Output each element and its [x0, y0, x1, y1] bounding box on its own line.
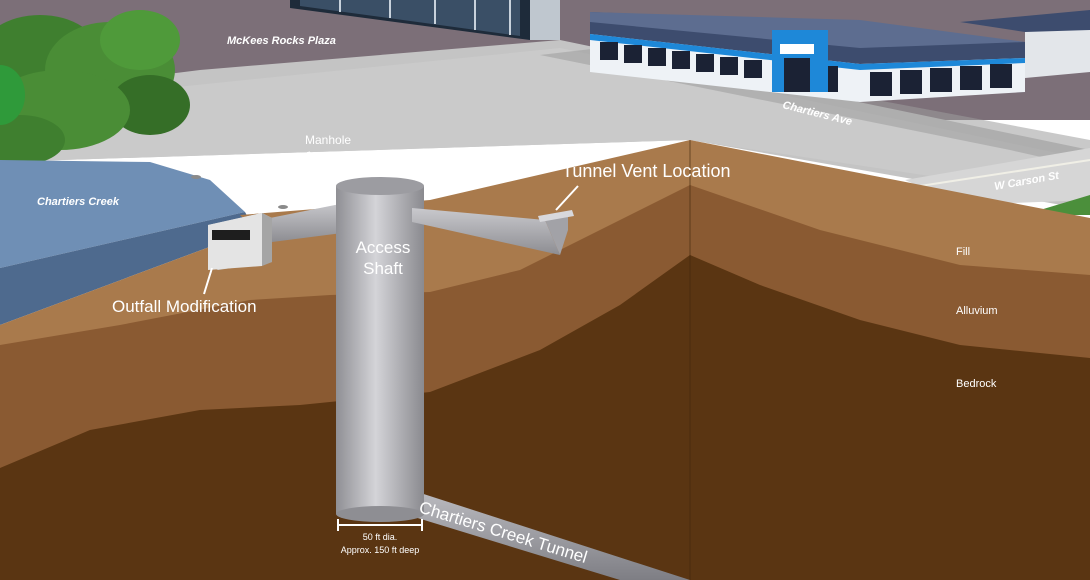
parking-lot	[0, 48, 1090, 200]
trees	[0, 10, 190, 165]
access-shaft-label-line2: Shaft	[363, 259, 403, 278]
shaft-diameter-bracket	[337, 519, 423, 531]
manhole-cover-1	[191, 175, 201, 179]
tunnel-vent-label: Tunnel Vent Location	[562, 161, 730, 181]
creek-bank-edge	[0, 212, 255, 325]
retail-building	[590, 10, 1090, 102]
shaft-depth-label: Approx. 150 ft deep	[341, 545, 420, 555]
bedrock-layer-label: Bedrock	[956, 378, 997, 390]
creek-label: Chartiers Creek	[37, 196, 120, 208]
plaza-label: McKees Rocks Plaza	[227, 35, 336, 47]
outfall-pipe	[270, 202, 350, 242]
access-shaft	[336, 177, 424, 522]
manhole-label: Manhole	[305, 133, 351, 147]
w-carson-st-road	[905, 148, 1090, 205]
fill-layer-label: Fill	[956, 246, 970, 258]
outfall-leader	[203, 267, 213, 295]
carson-stripe	[919, 159, 1090, 187]
chartiers-creek-water	[0, 160, 245, 268]
shaft-diameter-label: 50 ft dia.	[363, 532, 398, 542]
outfall-label: Outfall Modification	[112, 297, 257, 316]
vent-leader	[555, 185, 579, 211]
bedrock-layer	[0, 255, 1090, 580]
manhole-leaders	[195, 151, 311, 207]
manhole-cover-2	[278, 205, 288, 209]
access-shaft-label-line1: Access	[356, 238, 411, 257]
glass-building	[290, 0, 560, 40]
vent-pipe	[412, 208, 574, 255]
alluvium-layer-label: Alluvium	[956, 305, 998, 317]
grass-strip	[1040, 195, 1090, 215]
outfall-structure	[208, 213, 272, 270]
